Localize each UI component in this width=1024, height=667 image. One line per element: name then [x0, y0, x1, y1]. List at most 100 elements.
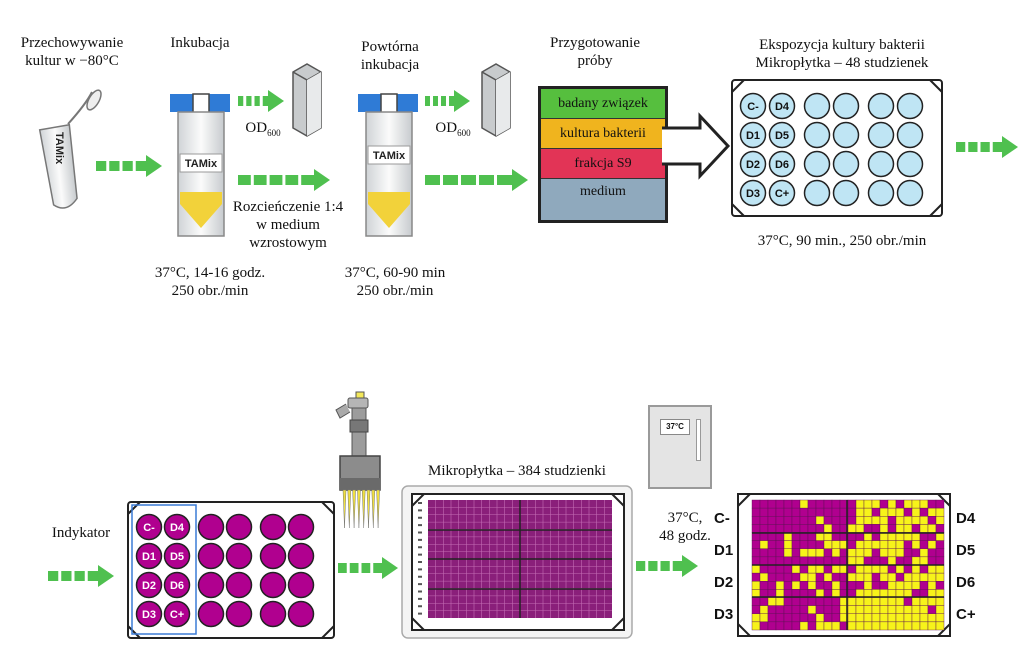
incubator-conditions: 37°C, 48 godz. [630, 509, 740, 545]
incubation-cond1: 37°C, 14-16 godz. [154, 265, 266, 281]
storage-cryotube: TAMix [38, 89, 102, 209]
incubation-title: Inkubacja [170, 35, 230, 51]
exposure-title-line2: Mikropłytka – 48 studzienek [755, 55, 929, 71]
incubation-conditions: 37°C, 14-16 godz. 250 obr./min [135, 264, 285, 300]
exposure-plate-well-label: C+ [775, 188, 789, 200]
incubation-cond2: 250 obr./min [171, 283, 249, 299]
prep-layer-medium: medium [541, 179, 665, 220]
indicator-plate-well [163, 600, 191, 628]
reincubation-title-line2: inkubacja [360, 57, 420, 73]
indicator-plate-well [135, 600, 163, 628]
sample-prep-title-line2: próby [577, 53, 613, 69]
arrow-indicator-to-plate [48, 565, 114, 587]
indicator-plate-well-label: D4 [170, 522, 185, 534]
dilution-label: Rozcieńczenie 1:4 w medium wzrostowym [218, 198, 358, 252]
arrow-to-next-row [956, 136, 1018, 158]
exposure-conditions: 37°C, 90 min., 250 obr./min [757, 233, 927, 249]
arrow-to-384-plate [338, 557, 398, 579]
indicator-plate-well-label: C+ [170, 609, 184, 621]
indicator-plate-well-label: D3 [142, 609, 156, 621]
indicator-plate-well [287, 542, 315, 570]
exposure-plate-well [896, 121, 924, 149]
indicator-plate-well [259, 542, 287, 570]
exposure-plate-well [739, 150, 767, 178]
exposure-plate-well [867, 179, 895, 207]
arrow-to-incubation [96, 155, 162, 177]
arrow-to-cuvette-2 [425, 90, 470, 112]
result-left-label: D1 [714, 542, 733, 559]
hollow-arrow-to-plate [662, 112, 731, 180]
exposure-plate-well-label: D1 [746, 130, 760, 142]
sample-prep-stack: badany związek kultura bakterii frakcja … [538, 86, 668, 223]
indicator-plate-well [197, 513, 225, 541]
indicator-plate-well [197, 571, 225, 599]
result-right-label: D4 [956, 510, 976, 527]
reincubation-tube: TAMix [358, 93, 418, 237]
indicator-plate-well [163, 542, 191, 570]
exposure-plate-well-label: C- [747, 101, 759, 113]
result-left-label: C- [714, 510, 730, 527]
multichannel-pipette [335, 391, 381, 529]
storage-tube-label: TAMix [53, 132, 65, 165]
exposure-plate-well [832, 150, 860, 178]
incubation-tube: TAMix [170, 93, 230, 237]
indicator-plate-well-label: D2 [142, 580, 156, 592]
indicator-plate-well [225, 600, 253, 628]
cuvette-1 [292, 63, 322, 137]
exposure-plate-well [867, 150, 895, 178]
reincubation-conditions: 37°C, 60-90 min 250 obr./min [325, 264, 465, 300]
exposure-plate-well [896, 92, 924, 120]
dilution-line2: w medium [256, 217, 320, 233]
exposure-plate-well-label: D5 [775, 130, 789, 142]
exposure-plate-well [896, 179, 924, 207]
exposure-plate-well [803, 121, 831, 149]
od-label-2: OD600 [428, 119, 478, 142]
reincubation-cond2: 250 obr./min [356, 283, 434, 299]
exposure-plate-well [832, 92, 860, 120]
arrow-to-cuvette-1 [238, 90, 284, 112]
indicator-label: Indykator [51, 525, 111, 541]
indicator-plate-well [135, 513, 163, 541]
indicator-plate-well-label: D6 [170, 580, 184, 592]
indicator-plate-well [287, 513, 315, 541]
incubator-cond2: 48 godz. [659, 528, 711, 544]
result-right-label: D5 [956, 542, 975, 559]
exposure-plate-well [803, 179, 831, 207]
incubator-handle [696, 419, 701, 461]
indicator-plate-well [135, 542, 163, 570]
exposure-title: Ekspozycja kultury bakterii Mikropłytka … [722, 36, 962, 72]
incubator-display: 37°C [660, 419, 690, 435]
indicator-plate-well [163, 571, 191, 599]
od-label-1-text: OD [245, 120, 268, 136]
exposure-plate-well [832, 121, 860, 149]
indicator-plate-well [135, 571, 163, 599]
indicator-plate-well [287, 600, 315, 628]
exposure-plate-well-label: D3 [746, 188, 760, 200]
arrow-to-incubator-result [636, 555, 698, 577]
indicator-plate-well-label: D1 [142, 551, 156, 563]
result-left-label: D3 [714, 606, 733, 623]
arrow-to-reincubation [238, 169, 330, 191]
reincubation-cond1: 37°C, 60-90 min [344, 265, 446, 281]
indicator-plate-well [259, 513, 287, 541]
result-plate [737, 493, 951, 637]
exposure-plate-well [739, 92, 767, 120]
result-left-label: D2 [714, 574, 733, 591]
reincubation-title: Powtórna inkubacja [340, 38, 440, 74]
prep-layer-bacteria-culture: kultura bakterii [541, 119, 665, 149]
sample-prep-title-line1: Przygotowanie [550, 35, 640, 51]
indicator-plate-well [287, 571, 315, 599]
exposure-plate-well [739, 121, 767, 149]
exposure-title-line1: Ekspozycja kultury bakterii [759, 37, 925, 53]
storage-label: Przechowywanie kultur w −80°C [2, 34, 142, 70]
indicator-plate-well [259, 571, 287, 599]
cuvette-2 [481, 63, 511, 137]
exposure-plate-well-label: D2 [746, 159, 760, 171]
od-label-2-sub: 600 [457, 128, 471, 138]
exposure-plate-well [803, 150, 831, 178]
od-label-1: OD600 [238, 119, 288, 142]
